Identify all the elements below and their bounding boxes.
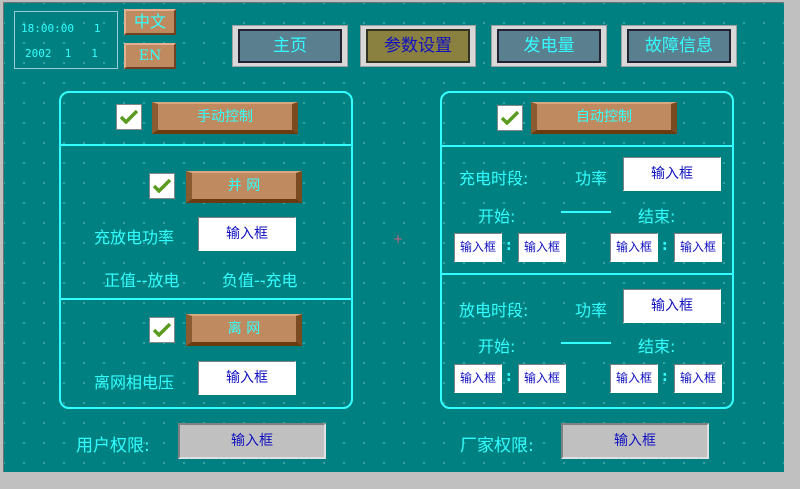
checkmark-icon <box>153 323 171 337</box>
divider <box>60 298 352 300</box>
charge-power-label: 功率 <box>575 169 608 188</box>
manual-control-checkbox[interactable] <box>116 104 142 130</box>
vendor-permission-input[interactable]: 输入框 <box>561 423 709 459</box>
discharge-power-input[interactable]: 输入框 <box>623 289 721 323</box>
time-colon: : <box>662 369 668 385</box>
auto-control-panel <box>440 91 734 409</box>
discharge-start-hour-input[interactable]: 输入框 <box>454 364 502 393</box>
tab-power-generation-label: 发电量 <box>497 29 601 63</box>
charge-discharge-power-label: 充放电功率 <box>94 228 175 247</box>
discharge-end-min-input[interactable]: 输入框 <box>674 364 722 393</box>
manual-control-panel <box>59 91 353 409</box>
tab-parameter-settings-label: 参数设置 <box>366 29 470 63</box>
manual-control-button[interactable]: 手动控制 <box>152 102 298 134</box>
grid-off-checkbox[interactable] <box>149 317 175 343</box>
discharge-start-min-input[interactable]: 输入框 <box>518 364 566 393</box>
charge-power-input[interactable]: 输入框 <box>623 157 721 191</box>
off-grid-phase-voltage-label: 离网相电压 <box>94 373 175 392</box>
charge-start-min-input[interactable]: 输入框 <box>518 233 566 262</box>
datetime-display: 18:00:00 1 2002 1 1 <box>14 11 118 69</box>
off-grid-phase-voltage-input[interactable]: 输入框 <box>198 361 296 395</box>
charge-end-hour-input[interactable]: 输入框 <box>610 233 658 262</box>
tab-home-label: 主页 <box>238 29 342 63</box>
grid-on-button[interactable]: 并 网 <box>186 171 302 203</box>
checkmark-icon <box>153 179 171 193</box>
tab-power-generation[interactable]: 发电量 <box>491 25 607 67</box>
clock-year: 2002 <box>25 47 52 60</box>
discharge-end-label: 结束: <box>638 337 676 356</box>
charge-end-label: 结束: <box>638 207 676 226</box>
charge-start-label: 开始: <box>478 207 516 226</box>
divider <box>441 273 733 275</box>
user-permission-input[interactable]: 输入框 <box>178 423 326 459</box>
tab-fault-info-label: 故障信息 <box>627 29 731 63</box>
vendor-permission-label: 厂家权限: <box>460 436 534 456</box>
range-dash <box>561 211 611 213</box>
positive-discharge-note: 正值--放电 <box>104 271 180 290</box>
hmi-screen: 18:00:00 1 2002 1 1 中文 EN 主页 参数设置 发电量 故障… <box>3 2 784 472</box>
english-language-button[interactable]: EN <box>124 43 176 69</box>
auto-control-button[interactable]: 自动控制 <box>531 102 677 134</box>
clock-month: 1 <box>64 47 72 60</box>
discharge-period-label: 放电时段: <box>459 301 529 320</box>
grid-on-checkbox[interactable] <box>149 173 175 199</box>
tab-parameter-settings[interactable]: 参数设置 <box>360 25 476 67</box>
charge-end-min-input[interactable]: 输入框 <box>674 233 722 262</box>
checkmark-icon <box>501 111 519 125</box>
checkmark-icon <box>120 110 138 124</box>
time-colon: : <box>506 238 512 254</box>
clock-time: 18:00:00 <box>21 22 74 35</box>
clock-day: 1 <box>91 47 98 60</box>
auto-control-checkbox[interactable] <box>497 105 523 131</box>
tab-fault-info[interactable]: 故障信息 <box>621 25 737 67</box>
charge-period-label: 充电时段: <box>459 169 529 188</box>
tab-home[interactable]: 主页 <box>232 25 348 67</box>
range-dash <box>561 342 611 344</box>
charge-start-hour-input[interactable]: 输入框 <box>454 233 502 262</box>
discharge-end-hour-input[interactable]: 输入框 <box>610 364 658 393</box>
discharge-power-label: 功率 <box>575 301 608 320</box>
charge-discharge-power-input[interactable]: 输入框 <box>198 217 296 251</box>
negative-charge-note: 负值--充电 <box>222 271 298 290</box>
chinese-language-button[interactable]: 中文 <box>124 9 176 35</box>
discharge-start-label: 开始: <box>478 337 516 356</box>
divider <box>60 144 352 146</box>
user-permission-label: 用户权限: <box>76 436 150 456</box>
crosshair-cursor-icon: + <box>393 232 404 246</box>
divider <box>441 145 733 147</box>
clock-weekday: 1 <box>93 22 101 35</box>
time-colon: : <box>662 238 668 254</box>
time-colon: : <box>506 369 512 385</box>
grid-off-button[interactable]: 离 网 <box>186 314 302 346</box>
